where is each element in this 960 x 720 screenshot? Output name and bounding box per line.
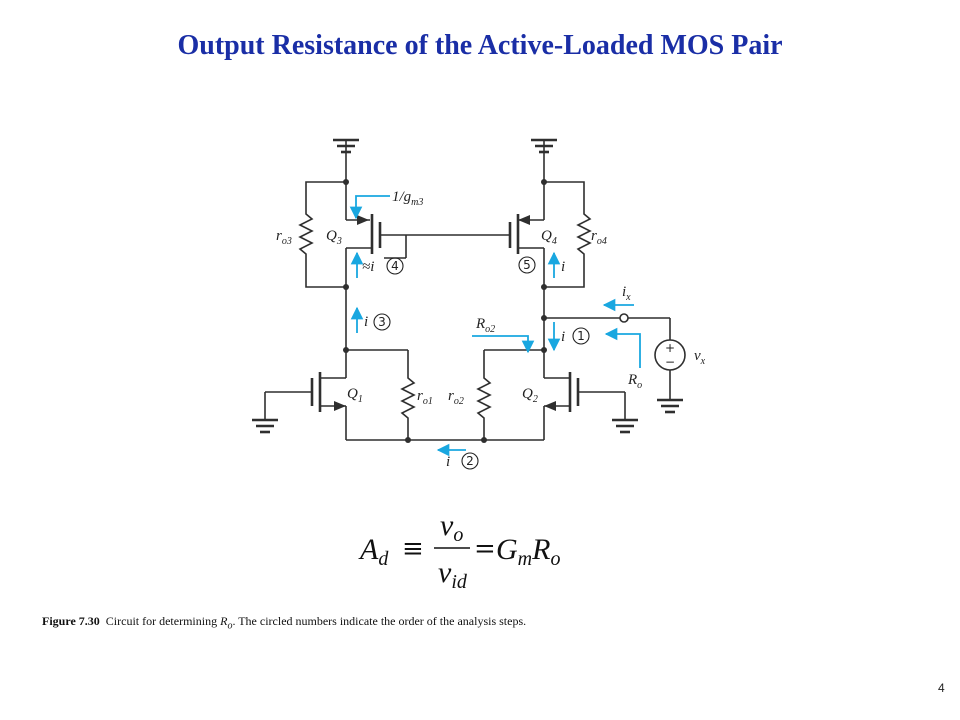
- vx-label: vx: [694, 348, 706, 367]
- slide-title: Output Resistance of the Active-Loaded M…: [177, 30, 783, 61]
- eq-denominator: vid: [438, 556, 468, 593]
- q4-label: Q4: [541, 228, 557, 247]
- svg-text:4: 4: [391, 259, 399, 273]
- ro4-label: ro4: [591, 228, 607, 247]
- step-4-badge: 4: [386, 257, 404, 275]
- ro2-arrow: [472, 335, 535, 354]
- q2-label: Q2: [522, 386, 538, 405]
- eq-equals: =: [474, 534, 496, 564]
- eq-numerator: vo: [440, 509, 463, 546]
- svg-text:i: i: [561, 259, 565, 275]
- ro3-resistor: [298, 181, 346, 288]
- step-3-badge: 3: [373, 313, 391, 331]
- ro2-arrow-label: Ro2: [475, 316, 495, 335]
- q4-transistor: [508, 182, 545, 287]
- ground-symbol-left-top: [333, 138, 359, 182]
- svg-text:i: i: [364, 314, 368, 330]
- ground-symbol-right-top: [531, 138, 557, 182]
- svg-text:5: 5: [523, 258, 531, 272]
- ro2-resistor: [476, 350, 492, 440]
- svg-text:1: 1: [577, 329, 585, 343]
- svg-text:−: −: [665, 355, 675, 369]
- page-number: 4: [938, 681, 945, 695]
- q1-label: Q1: [347, 386, 363, 405]
- q3-transistor: [345, 182, 406, 287]
- ix-label: ix: [622, 284, 631, 303]
- ro1-resistor: [400, 350, 416, 440]
- ro1-label: ro1: [417, 388, 433, 407]
- step-5-badge: 5: [518, 256, 536, 274]
- eq-equiv: ≡: [402, 534, 424, 564]
- q1-transistor: [264, 350, 347, 440]
- svg-text:3: 3: [378, 315, 386, 329]
- ground-symbol-vx: [657, 398, 683, 414]
- gm3-arrow: [349, 195, 390, 220]
- q2-transistor: [543, 350, 626, 440]
- gm3-label: 1/gm3: [392, 189, 423, 208]
- ro3-label: ro3: [276, 228, 292, 247]
- q3-label: Q3: [326, 228, 342, 247]
- eq-rhs: GmRo: [496, 533, 560, 570]
- ground-symbol-q1: [252, 418, 278, 434]
- ro-arrow-label: Ro: [627, 372, 642, 391]
- ro2-label: ro2: [448, 388, 464, 407]
- svg-text:i: i: [446, 454, 450, 470]
- ro4-resistor: [544, 181, 592, 288]
- ground-symbol-q2: [612, 418, 638, 434]
- caption-label: Figure 7.30: [42, 614, 100, 628]
- step-1-badge: 1: [572, 327, 590, 345]
- approx-i-label: ≈i: [362, 259, 374, 275]
- eq-lhs: Ad: [358, 533, 389, 570]
- ro-arrow: [604, 327, 641, 368]
- step-2-badge: 2: [461, 452, 479, 470]
- figure-caption: Figure 7.30 Circuit for determining Ro. …: [42, 614, 527, 632]
- svg-text:2: 2: [466, 454, 474, 468]
- svg-text:+: +: [665, 341, 675, 355]
- svg-text:i: i: [561, 329, 565, 345]
